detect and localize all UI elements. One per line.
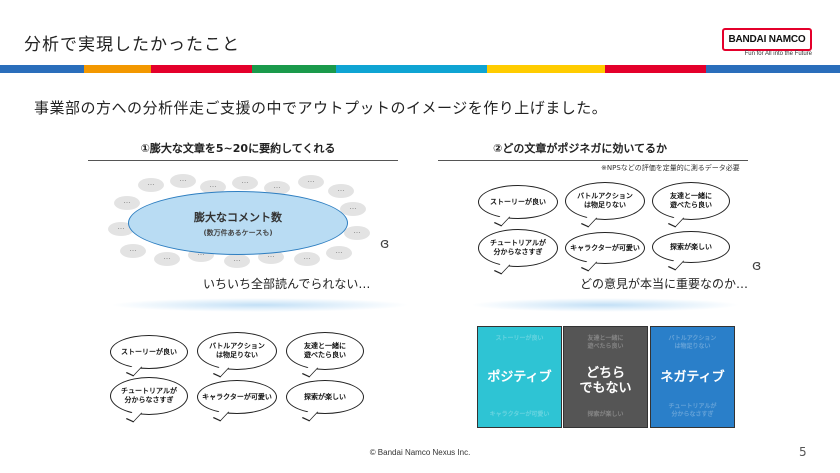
summary-bubble: キャラクターが可愛い [197, 380, 277, 414]
right-arrow-glow [470, 298, 740, 312]
panel-faint-text: チュートリアルが 分からなさすぎ [668, 403, 717, 418]
left-caption: いちいち全部読んでられない… [203, 277, 371, 291]
comment-dots-bubble: … [298, 175, 324, 189]
comment-dots-bubble: … [154, 252, 180, 266]
negative-panel: バトルアクション は物足りない ネガティブ チュートリアルが 分からなさすぎ [650, 326, 735, 428]
comment-dots-bubble: … [344, 226, 370, 240]
panel-faint-text: 友達と一緒に 遊べたら良い [587, 335, 624, 350]
exhausted-face-icon: ɞ [752, 258, 762, 274]
comment-dots-bubble: … [340, 202, 366, 216]
panel-faint-text: キャラクターが可愛い [489, 411, 550, 418]
left-section-rule [88, 160, 398, 161]
summary-bubble: 探索が楽しい [286, 380, 364, 414]
panel-faint-text: バトルアクション は物足りない [668, 335, 717, 350]
right-section-rule [438, 160, 748, 161]
right-section-title: ②どの文章がポジネガに効いてるか [493, 142, 667, 155]
copyright: © Bandai Namco Nexus Inc. [369, 448, 471, 457]
ellipse-title: 膨大なコメント数 [194, 210, 282, 224]
neutral-panel: 友達と一緒に 遊べたら良い どちら でもない 探索が楽しい [563, 326, 648, 428]
comment-dots-bubble: … [108, 222, 134, 236]
summary-bubble: 友達と一緒に 遊べたら良い [286, 332, 364, 370]
color-stripe [0, 65, 840, 73]
comment-dots-bubble: … [232, 176, 258, 190]
positive-panel: ストーリーが良い ポジティブ キャラクターが可愛い [477, 326, 562, 428]
left-arrow-glow [110, 298, 410, 312]
opinion-bubble: 友達と一緒に 遊べたら良い [652, 182, 730, 220]
comment-dots-bubble: … [170, 174, 196, 188]
summary-bubble: ストーリーが良い [110, 335, 188, 369]
comment-cloud: … … … … … … … … … … … … … … … … … … [108, 172, 370, 272]
panel-label: ポジティブ [487, 369, 552, 385]
right-caption: どの意見が本当に重要なのか… [580, 277, 749, 291]
page-number: 5 [799, 445, 807, 459]
ellipse-subtitle: (数万件あるケースも) [203, 228, 273, 237]
bandai-namco-logo: BANDAI NAMCO [722, 28, 812, 51]
opinion-bubble: ストーリーが良い [478, 185, 558, 219]
opinion-bubble: 探索が楽しい [652, 231, 730, 263]
comment-dots-bubble: … [294, 252, 320, 266]
panel-faint-text: 探索が楽しい [587, 411, 624, 418]
comment-dots-bubble: … [120, 244, 146, 258]
summary-bubble: チュートリアルが 分からなさすぎ [110, 377, 188, 415]
opinion-bubble: チュートリアルが 分からなさすぎ [478, 229, 558, 267]
lead-text: 事業部の方への分析伴走ご支援の中でアウトプットのイメージを作り上げました。 [34, 99, 608, 117]
right-note: ※NPSなどの評価を定量的に測るデータ必要 [601, 164, 740, 172]
opinion-bubble: キャラクターが可愛い [565, 232, 645, 264]
logo-tagline: Fun for All into the Future [744, 51, 812, 57]
comment-dots-bubble: … [224, 254, 250, 268]
comment-dots-bubble: … [326, 246, 352, 260]
slide-title: 分析で実現したかったこと [24, 35, 240, 55]
comment-volume-ellipse: 膨大なコメント数 (数万件あるケースも) [128, 191, 348, 255]
panel-faint-text: ストーリーが良い [495, 335, 544, 342]
comment-dots-bubble: … [138, 178, 164, 192]
opinion-bubble: バトルアクション は物足りない [565, 182, 645, 220]
exhausted-face-icon: ɞ [380, 236, 390, 252]
summary-bubble: バトルアクション は物足りない [197, 332, 277, 370]
comment-dots-bubble: … [328, 184, 354, 198]
comment-dots-bubble: … [114, 196, 140, 210]
left-section-title: ①膨大な文章を5~20に要約してくれる [140, 142, 336, 155]
panel-label: ネガティブ [660, 369, 725, 385]
panel-label: どちら でもない [579, 366, 632, 396]
